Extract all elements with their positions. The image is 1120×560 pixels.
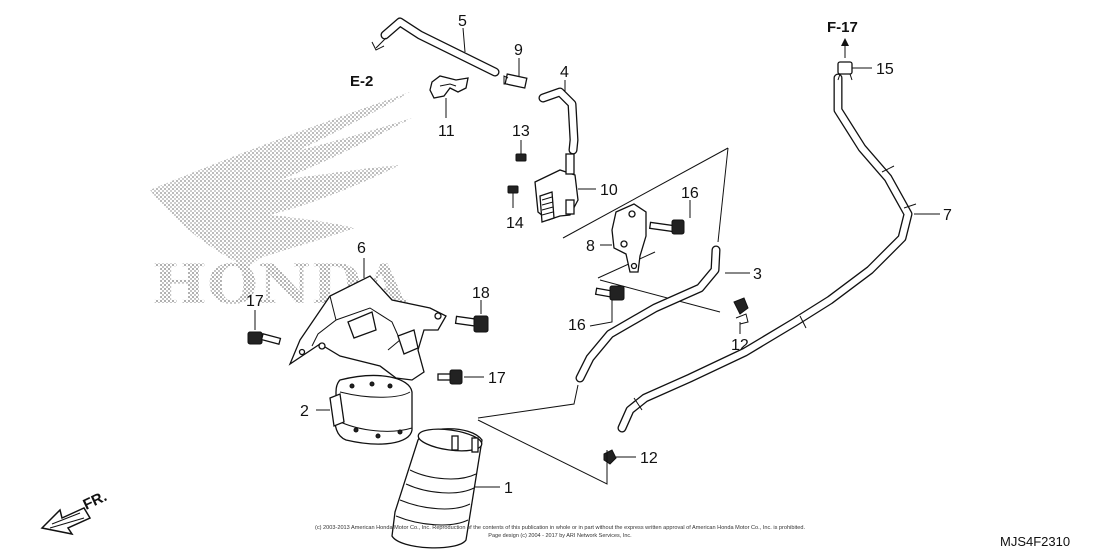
part-label-1: 1: [504, 480, 513, 497]
detail-box-lines: [562, 147, 729, 313]
part-label-8: 8: [586, 238, 595, 255]
bolt-18: [454, 315, 489, 333]
clip-13: [733, 297, 749, 325]
band-2: [329, 374, 413, 445]
hose-3: [477, 245, 721, 419]
bracket-8: [611, 203, 647, 273]
part-label-16-lower: 16: [568, 317, 586, 334]
hose-7: [617, 73, 917, 433]
bolt-17-left: [247, 331, 282, 346]
valve-10: [534, 153, 579, 223]
part-label-11: 11: [438, 123, 455, 140]
clip-12: [603, 449, 617, 465]
ref-e2: E-2: [350, 73, 373, 90]
bolt-16-lower: [594, 285, 625, 301]
part-label-3: 3: [753, 266, 762, 283]
bolt-17-right: [437, 369, 463, 385]
hose-4: [538, 87, 579, 155]
part-label-9: 9: [514, 42, 523, 59]
copyright-line-2: Page design (c) 2004 - 2017 by ARI Netwo…: [488, 533, 632, 539]
copyright-line-1: (c) 2003-2013 American Honda Motor Co., …: [315, 525, 805, 531]
part-label-6: 6: [357, 240, 366, 257]
front-arrow-icon: [40, 507, 92, 536]
honda-wing-watermark: [150, 92, 412, 268]
screw-14-upper: [515, 150, 527, 162]
part-label-18: 18: [472, 285, 490, 302]
part-label-2: 2: [300, 403, 309, 420]
diagram-code: MJS4F2310: [1000, 534, 1070, 549]
hose-5: [371, 17, 500, 77]
part-label-17-right: 17: [488, 370, 506, 387]
part-label-4: 4: [560, 64, 569, 81]
part-label-12: 12: [640, 450, 658, 467]
part-label-5: 5: [458, 13, 467, 30]
fitting-9: [503, 73, 528, 89]
screw-14-lower: [507, 185, 519, 200]
canister-1: [391, 428, 483, 549]
part-label-17-left: 17: [246, 293, 264, 310]
part-label-10: 10: [600, 182, 618, 199]
front-label: FR.: [81, 488, 110, 514]
part-label-14-lower: 14: [506, 215, 524, 232]
clip-11: [429, 75, 469, 99]
part-label-7: 7: [943, 207, 952, 224]
ref-f17: F-17: [827, 19, 858, 36]
part-label-15: 15: [876, 61, 894, 78]
part-label-16-upper: 16: [681, 185, 699, 202]
part-label-14-upper: 13: [512, 123, 530, 140]
arrow-up-icon: [841, 38, 849, 58]
bolt-16-upper: [648, 219, 685, 235]
guard-6: [288, 275, 447, 381]
